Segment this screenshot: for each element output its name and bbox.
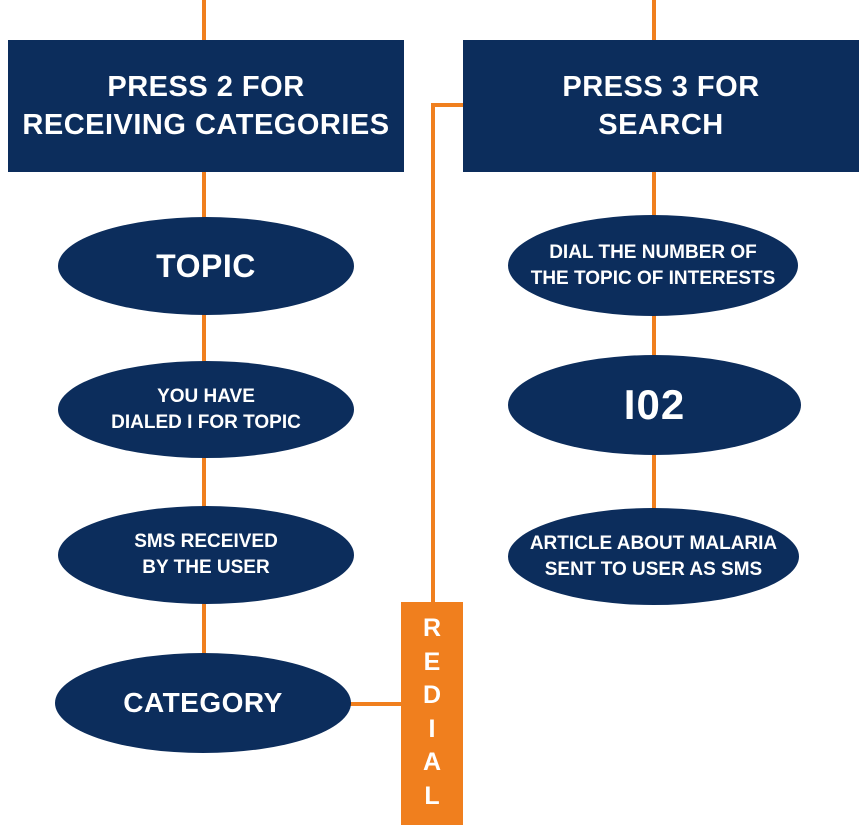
press-2-line1: PRESS 2 FOR [107,71,305,103]
sms-line2: BY THE USER [142,557,270,578]
redial-box: R E D I A L [401,602,463,825]
redial-letter-r: R [422,614,442,643]
connector-category-redial [348,702,403,706]
topic-node: TOPIC [58,217,354,315]
redial-letter-d: D [422,681,442,710]
press-3-line1: PRESS 3 FOR [562,71,760,103]
redial-letter-e: E [423,647,441,676]
redial-letter-a: A [422,748,442,777]
number-label: I02 [623,381,686,428]
article-line1: ARTICLE ABOUT MALARIA [529,532,778,554]
dialed-line2: DIALED I FOR TOPIC [111,411,301,433]
article-node: ARTICLE ABOUT MALARIA SENT TO USER AS SM… [508,508,799,605]
press-3-line2: SEARCH [598,109,724,141]
press-3-box: PRESS 3 FOR SEARCH [463,40,859,172]
connector-right-top [652,0,656,40]
sms-line1: SMS RECEIVED [134,531,278,552]
connector-redial-top [431,103,465,107]
sms-received-node: SMS RECEIVED BY THE USER [58,506,354,604]
topic-label: TOPIC [156,247,256,284]
article-line2: SENT TO USER AS SMS [544,558,763,580]
category-label: CATEGORY [123,687,283,718]
connector-redial-vertical [431,103,435,605]
press-2-box: PRESS 2 FOR RECEIVING CATEGORIES [8,40,404,172]
number-node: I02 [508,355,801,455]
redial-letter-l: L [424,781,440,810]
dial-line2: THE TOPIC OF INTERESTS [530,267,776,289]
dial-line1: DIAL THE NUMBER OF [549,241,757,263]
redial-letter-i: I [428,714,436,743]
dialed-node: YOU HAVE DIALED I FOR TOPIC [58,361,354,458]
press-2-line2: RECEIVING CATEGORIES [22,109,390,141]
dial-number-node: DIAL THE NUMBER OF THE TOPIC OF INTEREST… [508,215,798,316]
dialed-line1: YOU HAVE [157,385,255,407]
connector-left-top [202,0,206,40]
category-node: CATEGORY [55,653,351,753]
